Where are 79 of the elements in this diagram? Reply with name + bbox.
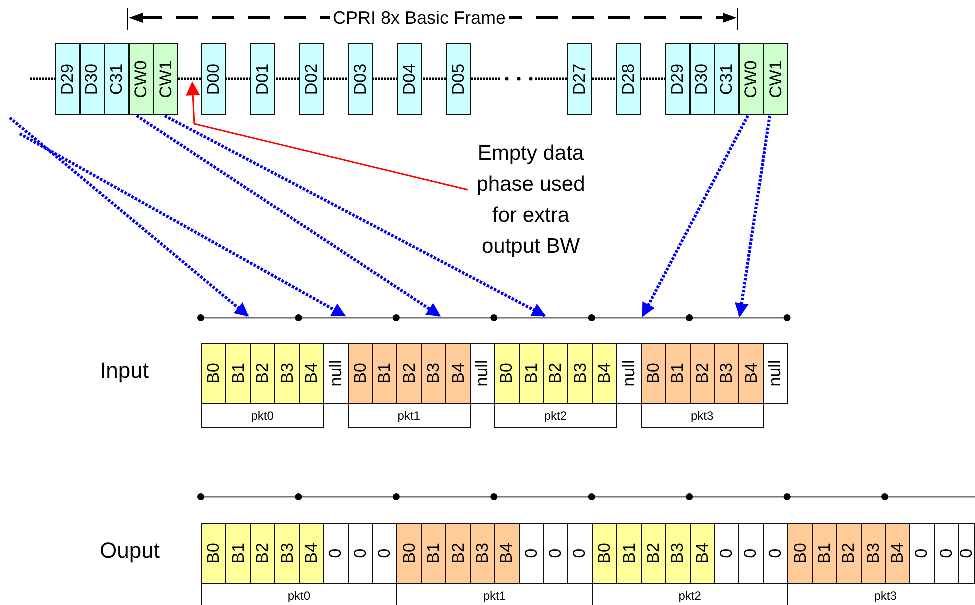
slot-cell: B2 <box>543 343 568 404</box>
slot-cell: D02 <box>299 43 324 115</box>
slot-cell: D28 <box>616 43 641 115</box>
slot-cell: B0 <box>494 343 520 404</box>
slot-cell: B3 <box>274 343 300 404</box>
slot-cell: B3 <box>274 523 300 584</box>
slot-cell: B1 <box>616 523 642 584</box>
packet-span: pkt3 <box>640 403 764 428</box>
slot-cell: B2 <box>836 523 862 584</box>
slot-cell: B0 <box>201 343 226 404</box>
slot-cell: B4 <box>494 523 520 584</box>
row-label: Input <box>100 358 149 384</box>
slot-cell: 0 <box>958 523 975 584</box>
arrow <box>734 116 772 318</box>
slot-cell: B1 <box>225 343 251 404</box>
slot-cell: B0 <box>787 523 813 584</box>
slot-cell: B4 <box>592 343 618 404</box>
timeline <box>196 312 793 324</box>
slot-cell: D01 <box>250 43 275 115</box>
slot-cell: B0 <box>640 343 666 404</box>
slot-cell: B1 <box>372 343 398 404</box>
slot-cell: D04 <box>397 43 422 115</box>
arrow <box>164 114 546 318</box>
slot-cell: B2 <box>396 343 422 404</box>
slot-cell: B1 <box>420 523 446 584</box>
slot-cell: B2 <box>445 523 471 584</box>
slot-cell: B4 <box>690 523 716 584</box>
slot-cell: B2 <box>250 343 276 404</box>
packet-span: pkt2 <box>494 403 618 428</box>
slot-cell: CW1 <box>763 43 788 115</box>
slot-cell: null <box>762 343 788 404</box>
slot-cell: D27 <box>567 43 592 115</box>
slot-cell: B0 <box>201 523 226 584</box>
slot-cell: C31 <box>714 43 739 115</box>
annotation-text: Empty data phase used for extra output BW <box>468 138 594 264</box>
packet-span: pkt0 <box>201 403 324 428</box>
slot-cell: B1 <box>665 343 691 404</box>
slot-cell: CW1 <box>153 43 178 115</box>
slot-cell: B4 <box>885 523 910 584</box>
slot-cell: D29 <box>55 43 80 115</box>
slot-cell: B3 <box>420 343 446 404</box>
slot-cell: B0 <box>592 523 618 584</box>
slot-cell: B0 <box>396 523 422 584</box>
row-label: Ouput <box>100 538 160 564</box>
slot-cell: B0 <box>348 343 373 404</box>
slot-cell: B3 <box>860 523 886 584</box>
empty-phase-slot <box>178 75 201 83</box>
slot-cell: D30 <box>80 43 104 115</box>
slot-cell: D30 <box>690 43 714 115</box>
slot-cell: null <box>616 343 642 404</box>
slot-cell: B3 <box>714 343 740 404</box>
slot-cell: B3 <box>567 343 593 404</box>
packet-span: pkt1 <box>348 403 471 428</box>
slot-cell: B4 <box>445 343 471 404</box>
slot-cell: B4 <box>298 523 324 584</box>
slot-cell: null <box>470 343 496 404</box>
slot-cell: B4 <box>298 343 324 404</box>
slot-cell: B1 <box>812 523 838 584</box>
slot-cell: B2 <box>690 343 716 404</box>
slot-cell: B1 <box>225 523 251 584</box>
slot-cell: B3 <box>470 523 496 584</box>
arrow <box>19 132 346 318</box>
slot-cell: B2 <box>640 523 666 584</box>
slot-cell: B1 <box>518 343 544 404</box>
arrow <box>136 114 442 318</box>
slot-cell: null <box>323 343 349 404</box>
slot-cell: B4 <box>738 343 764 404</box>
slot-cell: D00 <box>201 43 226 115</box>
slot-cell: B3 <box>665 523 691 584</box>
slot-cell: D29 <box>665 43 690 115</box>
slot-cell: D03 <box>348 43 373 115</box>
arrow <box>9 116 250 318</box>
slot-cell: CW0 <box>128 43 154 115</box>
arrow <box>186 82 468 191</box>
slot-cell: D05 <box>446 43 471 115</box>
slot-cell: C31 <box>104 43 129 115</box>
slot-cell: B2 <box>250 523 276 584</box>
arrow <box>642 115 750 318</box>
slot-cell: CW0 <box>738 43 764 115</box>
